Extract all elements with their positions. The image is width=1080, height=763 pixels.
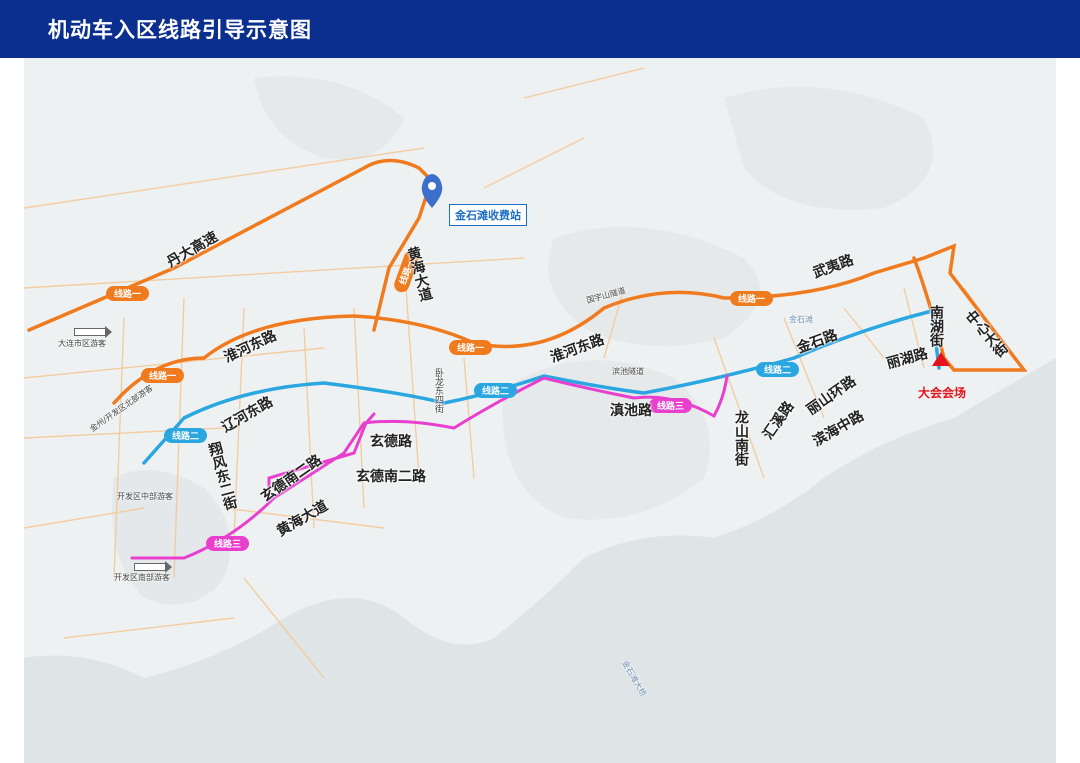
map-canvas	[24, 67, 1056, 763]
label-kaifa-mid-entry: 开发区中部游客	[117, 492, 173, 501]
venue-label[interactable]: 大会会场	[918, 386, 967, 400]
road-xuande-south2: 玄德南二路	[356, 469, 426, 485]
hill-area-2	[548, 226, 760, 346]
entry-arrow-icon-south	[134, 561, 172, 573]
label-jinshitan: 金石滩	[789, 315, 813, 324]
hill-area-3	[254, 76, 404, 160]
route-line3	[130, 374, 729, 560]
label-dalian-entry: 大连市区游客	[58, 339, 106, 348]
venue-marker-icon	[932, 352, 950, 366]
toll-pin-icon	[421, 174, 443, 208]
road-network	[24, 67, 1015, 679]
label-tunnel1: 滨池隧道	[612, 367, 644, 376]
tag-line1-a: 线路一	[106, 286, 150, 301]
bay-area	[112, 470, 231, 605]
route-line1	[27, 158, 1028, 405]
tag-line2-a: 线路二	[164, 428, 208, 443]
hill-area-4	[724, 86, 933, 210]
route-line2	[142, 308, 941, 465]
road-xuande: 玄德路	[370, 434, 412, 450]
tag-line1-b: 线路一	[141, 368, 185, 383]
sea-area	[24, 358, 1056, 763]
page-title: 机动车入区线路引导示意图	[48, 18, 312, 42]
tag-line3-b: 线路三	[649, 398, 693, 413]
label-kaifa-south-entry: 开发区南部游客	[114, 573, 170, 582]
header-bar: 机动车入区线路引导示意图	[0, 0, 1080, 58]
entry-arrow-icon	[74, 326, 112, 338]
tag-line3-a: 线路三	[206, 536, 250, 551]
road-wolong: 卧龙东四街	[433, 368, 443, 413]
toll-station-label[interactable]: 金石滩收费站	[449, 204, 527, 226]
tag-line2-c: 线路二	[756, 362, 800, 377]
tag-line2-b: 线路二	[474, 383, 518, 398]
road-longshan: 龙山南街	[733, 410, 749, 466]
tag-line1-c: 线路一	[449, 340, 493, 355]
map[interactable]: 线路一 线路一 线路一 线路一 线路一 线路二 线路二 线路二 线路三 线路三 …	[24, 58, 1056, 763]
tag-line1-d: 线路一	[730, 291, 774, 306]
road-dianchi: 滇池路	[610, 403, 652, 419]
road-nanhu: 南湖街	[928, 305, 944, 347]
